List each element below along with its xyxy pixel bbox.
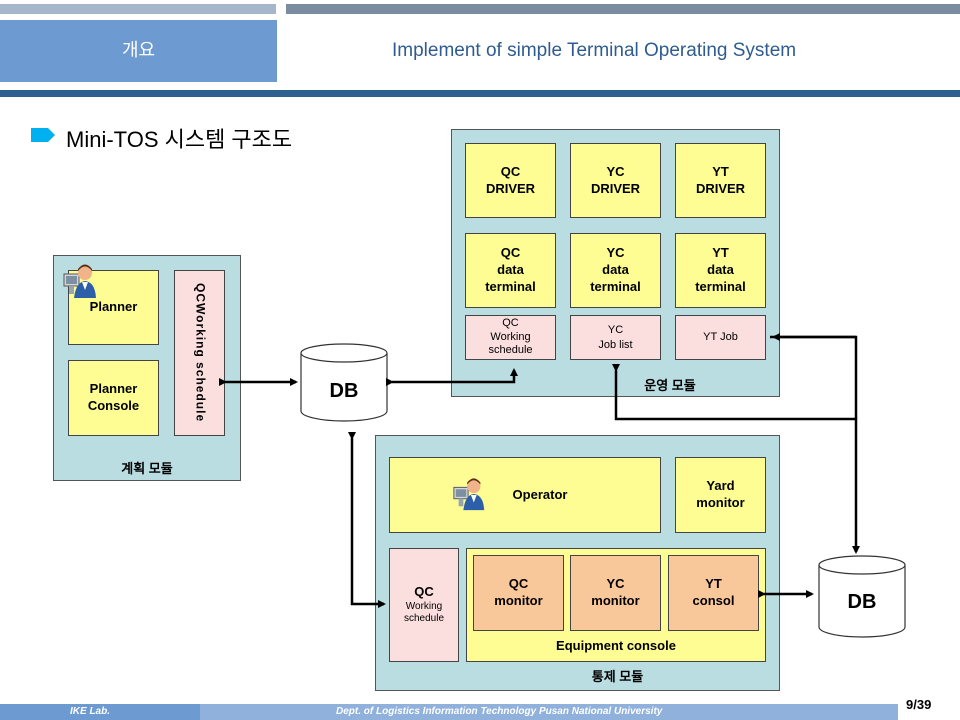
operator-box: Operator bbox=[389, 457, 661, 533]
yt-terminal-label-1: YT bbox=[712, 245, 729, 261]
slide-title: Mini-TOS 시스템 구조도 bbox=[66, 127, 293, 152]
yt-consol-label-1: YT bbox=[705, 576, 722, 592]
yc-list-label-2: Job list bbox=[598, 338, 633, 351]
yt-terminal-label-2: data bbox=[707, 262, 734, 278]
qc-driver-box: QC DRIVER bbox=[465, 143, 556, 218]
qc-list-label-2: Working bbox=[490, 330, 531, 343]
planner-person-icon bbox=[63, 264, 96, 298]
control-module-label: 통제 모듈 bbox=[591, 669, 644, 684]
qc-list-label-1: QC bbox=[502, 316, 519, 329]
yt-data-terminal-box: YT data terminal bbox=[675, 233, 766, 308]
yc-terminal-label-3: terminal bbox=[590, 278, 641, 294]
presentation-title: Implement of simple Terminal Operating S… bbox=[392, 40, 797, 61]
qc-driver-label-1: QC bbox=[500, 163, 521, 179]
header-accent-bar-right bbox=[286, 4, 960, 14]
qc-ws-label-2: Working bbox=[405, 600, 443, 612]
qc-working-schedule-control-box: QC Working schedule bbox=[389, 548, 459, 662]
qc-data-terminal-box: QC data terminal bbox=[465, 233, 556, 308]
yard-monitor-label-1: Yard bbox=[706, 478, 735, 494]
qc-list-label-3: schedule bbox=[488, 344, 533, 357]
operator-person-icon bbox=[453, 478, 485, 511]
yt-job-label: YT Job bbox=[703, 331, 738, 344]
db-right-label: DB bbox=[847, 591, 877, 613]
yt-driver-label-2: DRIVER bbox=[695, 180, 746, 196]
yt-job-box: YT Job bbox=[675, 315, 766, 360]
operation-module-label: 운영 모듈 bbox=[644, 378, 696, 393]
yc-list-label-1: YC bbox=[607, 324, 624, 337]
db-left-label: DB bbox=[329, 380, 359, 402]
footer-dept: Dept. of Logistics Information Technolog… bbox=[200, 704, 898, 720]
yc-terminal-label-1: YC bbox=[606, 245, 625, 261]
yt-driver-box: YT DRIVER bbox=[675, 143, 766, 218]
qc-terminal-label-3: terminal bbox=[485, 278, 536, 294]
qc-working-schedule-vertical-box: QC Working schedule bbox=[174, 270, 225, 436]
yt-driver-label-1: YT bbox=[712, 163, 729, 179]
yc-driver-box: YC DRIVER bbox=[570, 143, 661, 218]
yt-terminal-label-3: terminal bbox=[695, 278, 746, 294]
db-right-cylinder-icon bbox=[818, 555, 906, 638]
planner-label: Planner bbox=[89, 299, 138, 315]
yt-consol-label-2: consol bbox=[692, 593, 735, 608]
yc-driver-label-2: DRIVER bbox=[590, 180, 641, 196]
operator-label: Operator bbox=[512, 486, 568, 502]
yard-monitor-label-2: monitor bbox=[696, 495, 745, 510]
qc-ws-label-1: QC bbox=[414, 584, 434, 600]
arrow-ytjob-db bbox=[770, 335, 858, 419]
qc-monitor-label-1: QC bbox=[508, 576, 529, 592]
header-divider bbox=[0, 90, 960, 97]
planner-console-box: Planner Console bbox=[68, 360, 159, 436]
qc-monitor-label-2: monitor bbox=[494, 593, 543, 608]
db-left-cylinder-icon bbox=[300, 343, 388, 422]
planner-console-label-1: Planner bbox=[89, 381, 138, 397]
yc-job-list-box: YC Job list bbox=[570, 315, 661, 360]
qc-monitor-box: QC monitor bbox=[473, 555, 564, 631]
bullet-arrow-icon bbox=[31, 128, 55, 142]
page-number: 9/39 bbox=[906, 697, 932, 712]
qc-working-schedule-list-box: QC Working schedule bbox=[465, 315, 556, 360]
equipment-console-label: Equipment console bbox=[556, 638, 676, 653]
yc-terminal-label-2: data bbox=[602, 262, 629, 278]
header-accent-bar-left bbox=[0, 4, 276, 14]
qc-terminal-label-2: data bbox=[497, 262, 524, 278]
qc-terminal-label-1: QC bbox=[500, 245, 521, 261]
qc-driver-label-2: DRIVER bbox=[485, 180, 536, 196]
planning-module-label: 계획 모듈 bbox=[121, 461, 173, 476]
yt-consol-box: YT consol bbox=[668, 555, 759, 631]
qc-label: QC bbox=[193, 283, 208, 304]
qc-ws-label-3: schedule bbox=[403, 613, 445, 625]
planner-console-label-2: Console bbox=[87, 398, 140, 413]
yc-driver-label-1: YC bbox=[606, 163, 625, 179]
yc-data-terminal-box: YC data terminal bbox=[570, 233, 661, 308]
working-schedule-label: Working schedule bbox=[193, 303, 208, 423]
yc-monitor-label-2: monitor bbox=[591, 593, 640, 608]
yc-monitor-box: YC monitor bbox=[570, 555, 661, 631]
section-tab: 개요 bbox=[0, 20, 277, 82]
footer-lab: IKE Lab. bbox=[0, 704, 200, 720]
yard-monitor-box: Yard monitor bbox=[675, 457, 766, 533]
yc-monitor-label-1: YC bbox=[606, 576, 625, 592]
